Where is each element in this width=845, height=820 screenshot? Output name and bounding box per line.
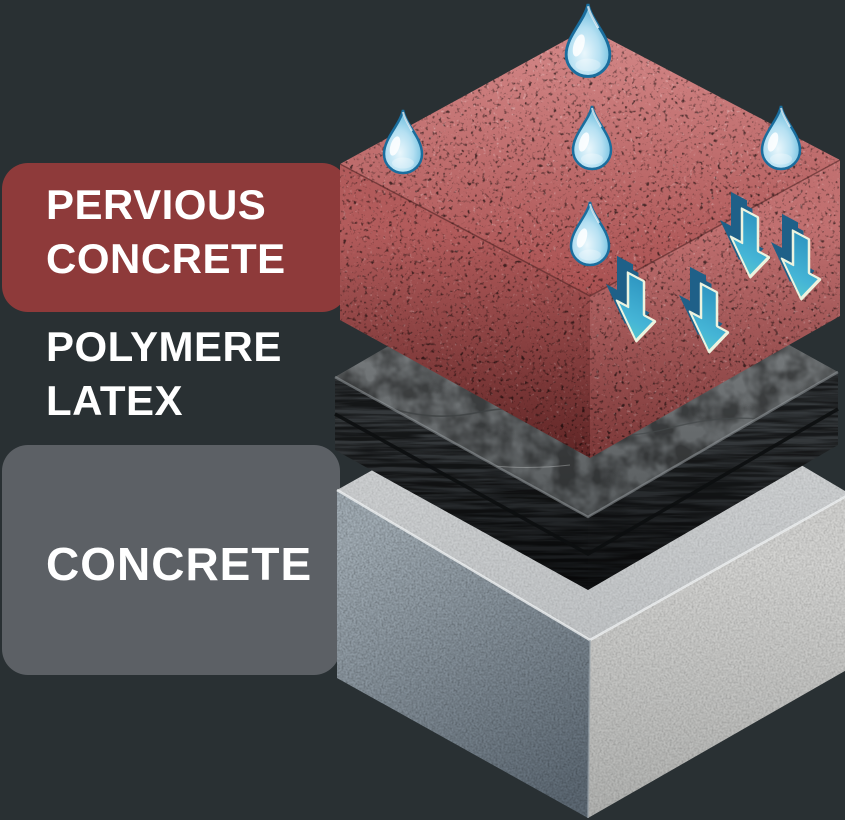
pervious-concrete-label-box [2, 163, 348, 312]
concrete-label: CONCRETE [46, 537, 312, 591]
polymere-latex-label: POLYMERE LATEX [46, 320, 282, 428]
polymere-line1: POLYMERE [46, 323, 282, 370]
water-droplet-icon [382, 108, 424, 175]
pervious-line2: CONCRETE [46, 235, 286, 282]
water-droplet-icon [564, 2, 612, 78]
concrete-line1: CONCRETE [46, 538, 313, 590]
concrete-label-box [2, 445, 340, 675]
pervious-line1: PERVIOUS [46, 181, 267, 228]
pervious-concrete-label: PERVIOUS CONCRETE [46, 178, 286, 286]
polymere-line2: LATEX [46, 377, 184, 424]
water-droplet-icon [760, 104, 802, 171]
